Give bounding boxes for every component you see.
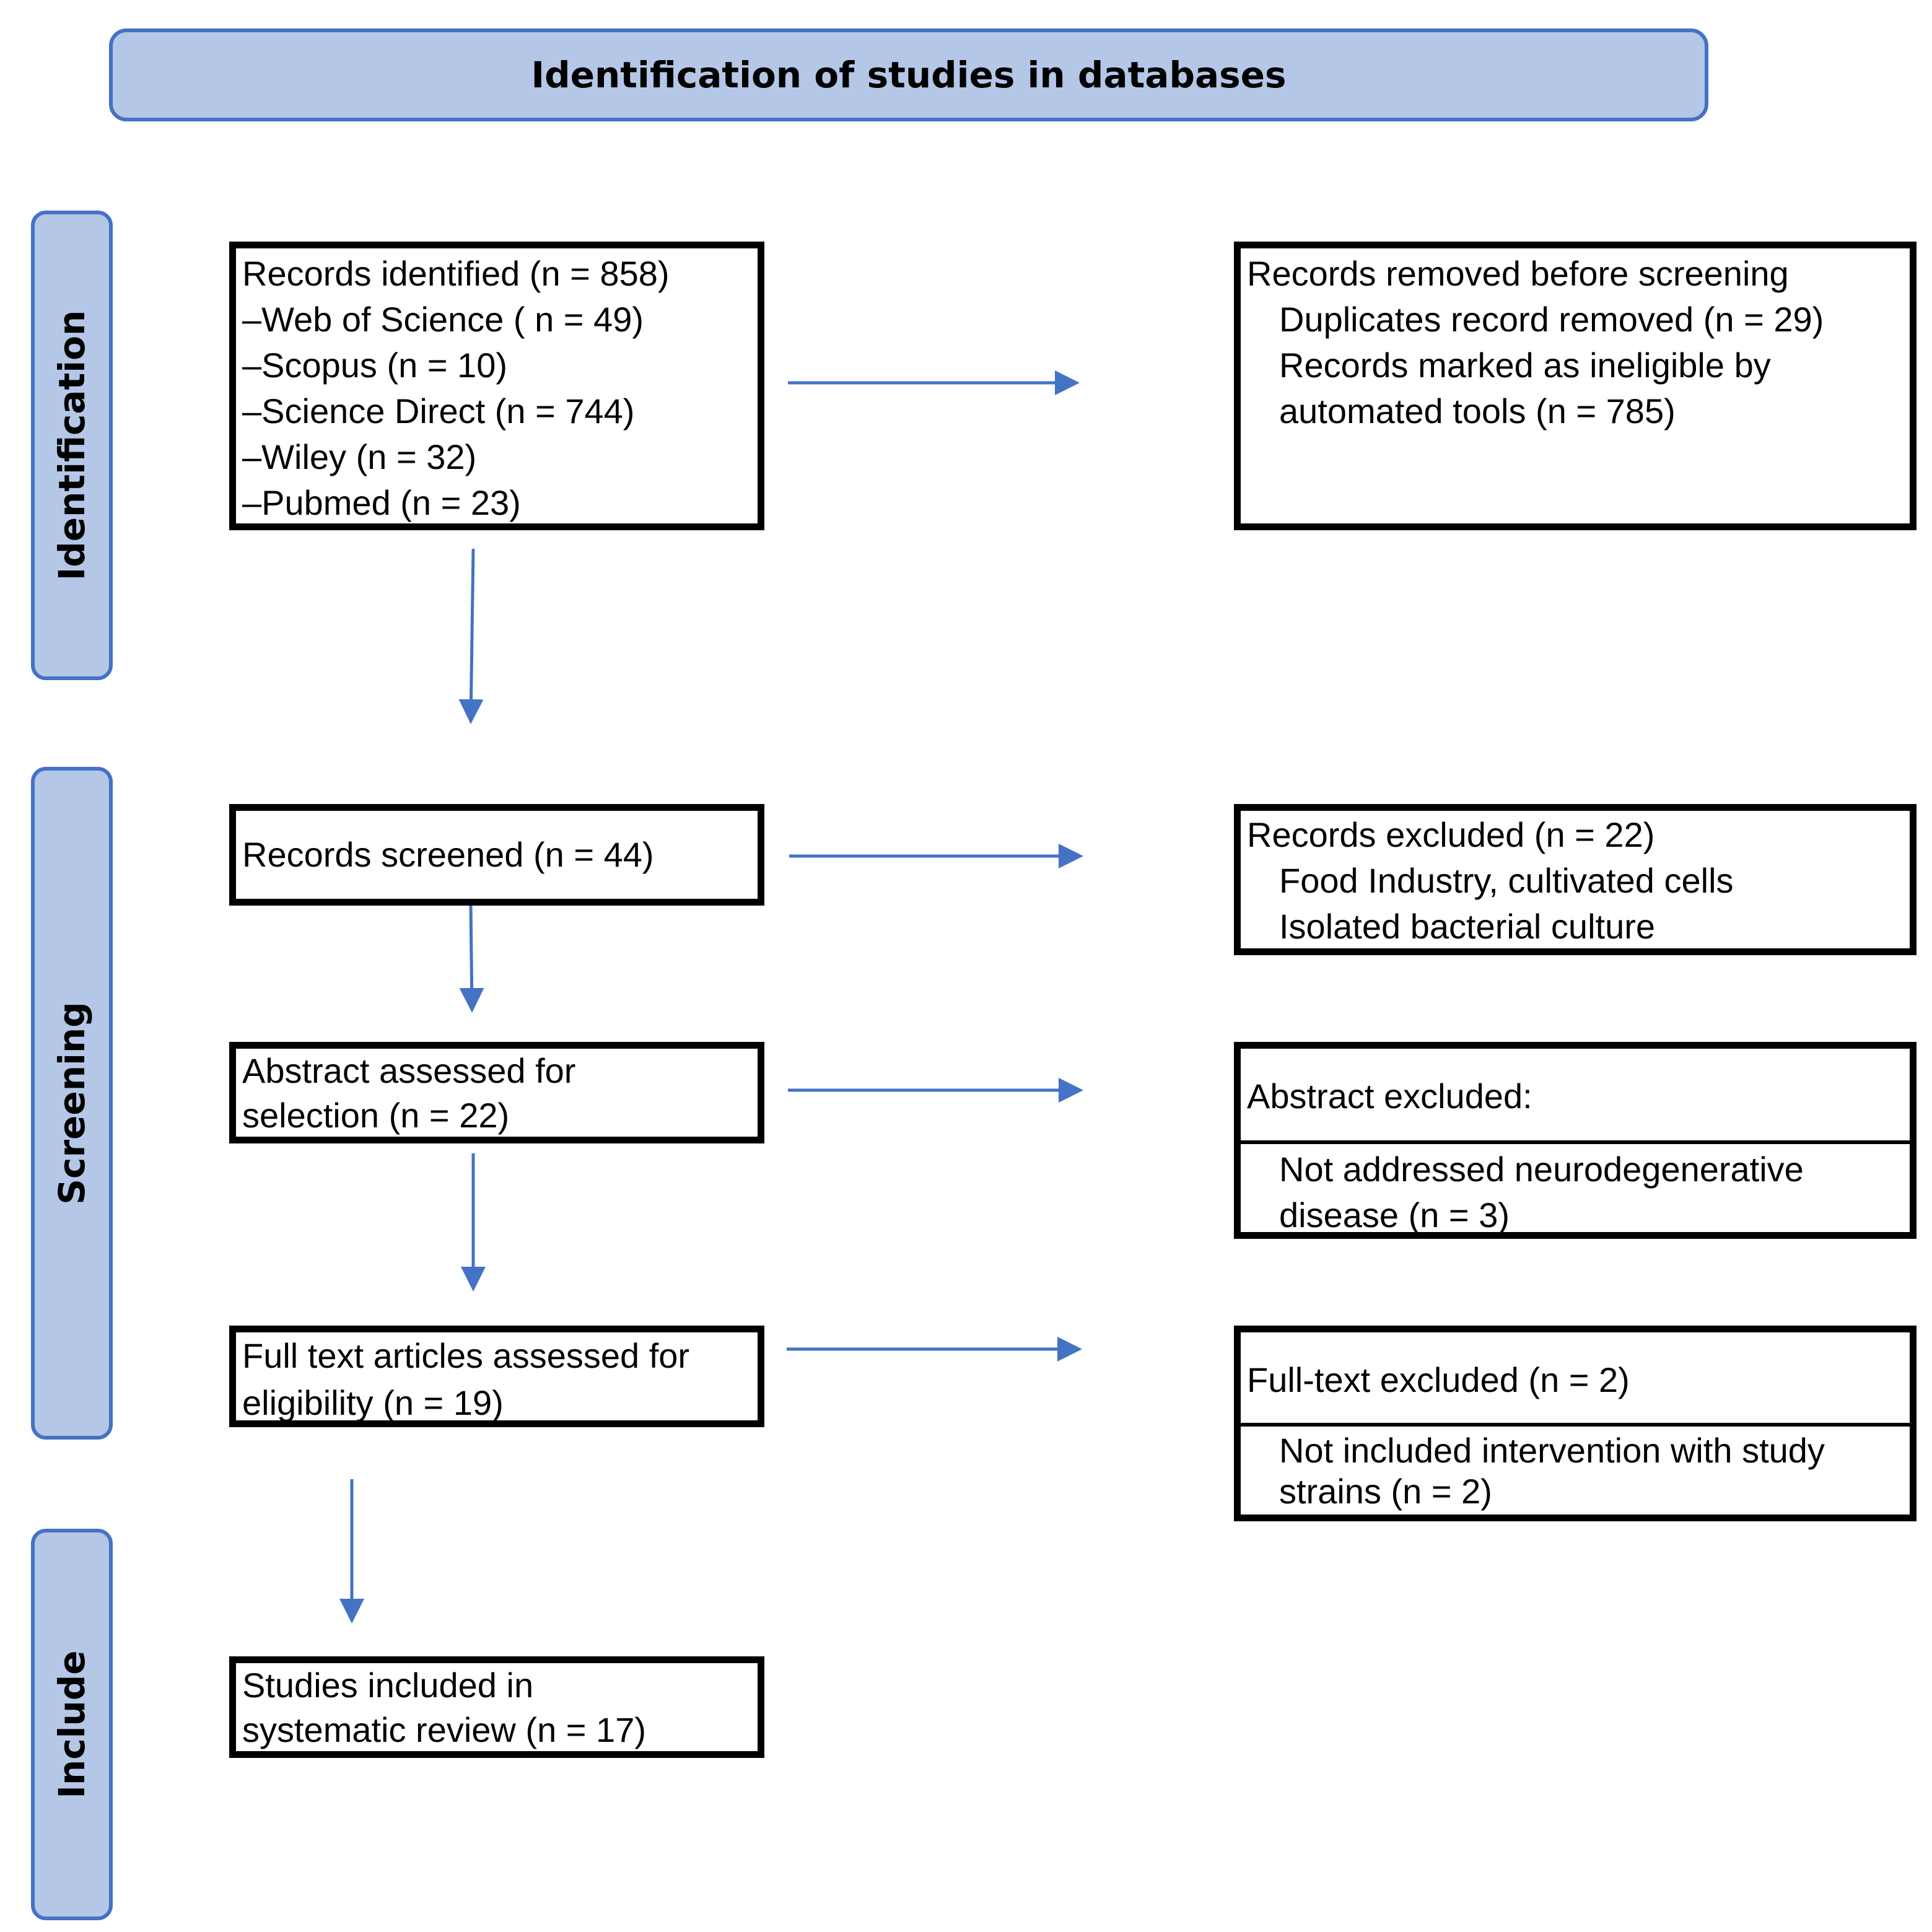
- abstract-excluded-title: Abstract excluded:: [1247, 1077, 1532, 1116]
- abstract-excluded-divider: [1241, 1140, 1910, 1144]
- fulltext-assessed-line-2: eligibility (n = 19): [242, 1383, 504, 1422]
- header-title: Identification of studies in databases: [531, 54, 1287, 96]
- fulltext-excluded-box: Full-text excluded (n = 2) Not included …: [1234, 1326, 1917, 1521]
- records-excluded-reason-2: Isolated bacterial culture: [1279, 907, 1656, 946]
- fulltext-excluded-reason-2: strains (n = 2): [1279, 1472, 1492, 1511]
- records-screened-box: Records screened (n = 44): [229, 804, 764, 906]
- records-identified-scopus: –Scopus (n = 10): [242, 346, 508, 385]
- abstract-excluded-reason-1: Not addressed neurodegenerative: [1279, 1150, 1804, 1189]
- arrow-screened-to-abstract: [459, 905, 484, 1013]
- records-screened-text: Records screened (n = 44): [242, 835, 654, 874]
- fulltext-assessed-line-1: Full text articles assessed for: [242, 1336, 690, 1375]
- records-removed-box: Records removed before screening Duplica…: [1234, 242, 1917, 530]
- records-removed-title: Records removed before screening: [1247, 254, 1789, 293]
- abstract-excluded-reason-2: disease (n = 3): [1279, 1195, 1510, 1235]
- records-identified-pubmed: –Pubmed (n = 23): [242, 483, 521, 522]
- records-identified-wiley: –Wiley (n = 32): [242, 437, 477, 476]
- studies-included-line-2: systematic review (n = 17): [242, 1710, 646, 1749]
- records-removed-duplicates: Duplicates record removed (n = 29): [1279, 300, 1824, 339]
- fulltext-excluded-title: Full-text excluded (n = 2): [1247, 1360, 1630, 1399]
- phase-screening: Screening: [31, 767, 113, 1440]
- studies-included-box: Studies included in systematic review (n…: [229, 1656, 764, 1758]
- records-removed-ineligible: Records marked as ineligible by: [1279, 346, 1771, 385]
- fulltext-excluded-divider: [1241, 1423, 1910, 1427]
- fulltext-excluded-reason-1: Not included intervention with study: [1279, 1431, 1825, 1470]
- phase-identification: Identification: [31, 211, 113, 680]
- abstract-excluded-box: Abstract excluded: Not addressed neurode…: [1234, 1042, 1917, 1239]
- fulltext-assessed-box: Full text articles assessed for eligibil…: [229, 1326, 764, 1427]
- abstract-assessed-line-1: Abstract assessed for: [242, 1051, 576, 1090]
- records-identified-sciencedirect: –Science Direct (n = 744): [242, 391, 635, 431]
- records-excluded-title: Records excluded (n = 22): [1247, 815, 1655, 854]
- header-banner: Identification of studies in databases: [109, 28, 1708, 121]
- records-identified-box: Records identified (n = 858) –Web of Sci…: [229, 242, 764, 530]
- arrow-identified-to-screened: [458, 548, 484, 724]
- studies-included-line-1: Studies included in: [242, 1666, 534, 1705]
- records-identified-total: Records identified (n = 858): [242, 254, 670, 293]
- records-identified-wos: –Web of Science ( n = 49): [242, 300, 644, 339]
- abstract-assessed-box: Abstract assessed for selection (n = 22): [229, 1042, 764, 1143]
- abstract-assessed-line-2: selection (n = 22): [242, 1096, 510, 1135]
- records-excluded-reason-1: Food Industry, cultivated cells: [1279, 861, 1734, 900]
- phase-include: Include: [31, 1529, 113, 1920]
- records-removed-automated: automated tools (n = 785): [1279, 391, 1676, 431]
- records-excluded-box: Records excluded (n = 22) Food Industry,…: [1234, 804, 1917, 955]
